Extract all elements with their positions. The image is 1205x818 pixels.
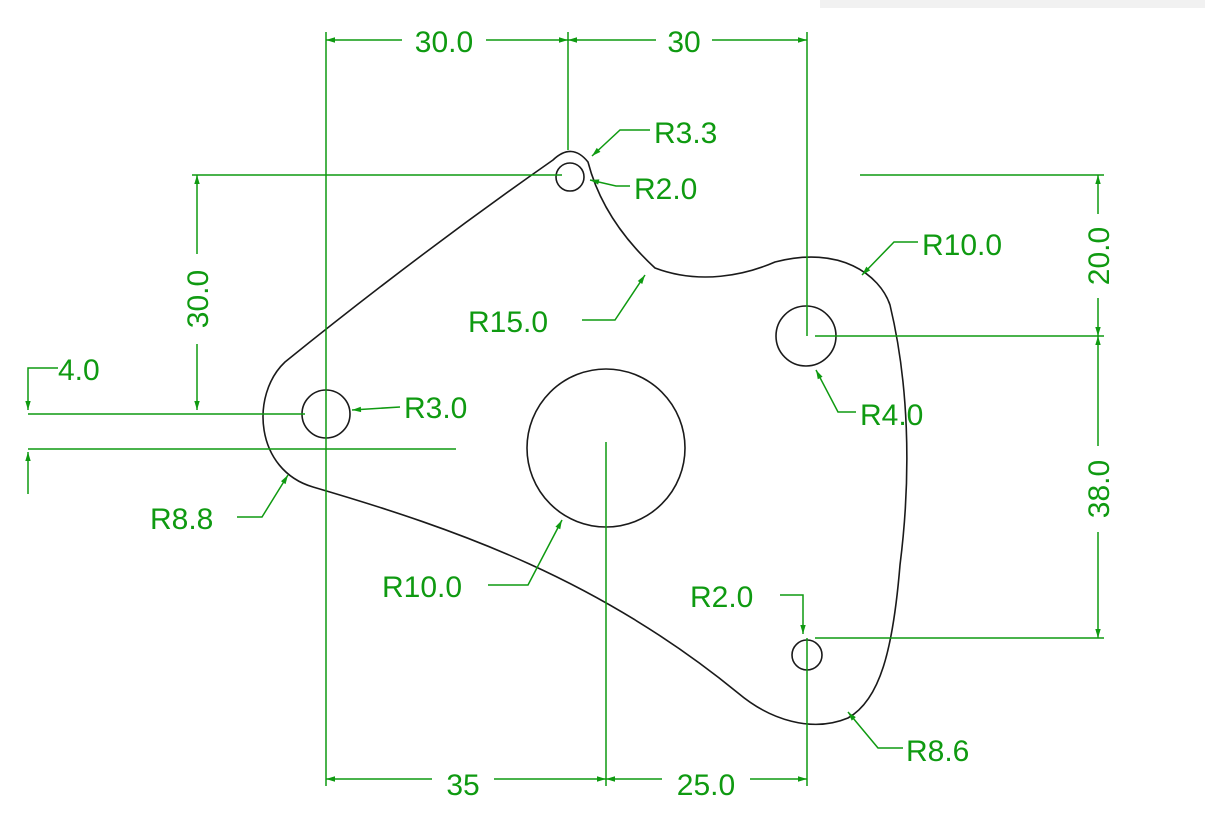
dim-text-right-20: 20.0: [1083, 227, 1116, 285]
radius-text-r8-6: R8.6: [906, 735, 969, 768]
radius-text-r3-3: R3.3: [654, 117, 717, 150]
hole-top: [555, 162, 585, 192]
dim-text-top-right: 30: [667, 26, 700, 59]
leader-r8-6: [847, 711, 903, 749]
dim-text-right-38: 38.0: [1083, 460, 1116, 518]
leader-r3-3: [591, 129, 650, 157]
dim-text-bottom-left: 35: [446, 769, 479, 802]
leader-r4: [815, 369, 856, 413]
leader-r2-0-bottom: [780, 594, 806, 634]
radius-text-r2-0-top: R2.0: [634, 173, 697, 206]
radius-text-r10-right: R10.0: [922, 229, 1002, 262]
dim-text-left-30: 30.0: [182, 270, 215, 328]
radius-text-r8-8: R8.8: [150, 503, 213, 536]
radius-text-r2-0-bottom: R2.0: [690, 581, 753, 614]
dim-text-top-left: 30.0: [415, 26, 473, 59]
leader-r8-8: [237, 474, 289, 518]
dim-text-bottom-right: 25.0: [677, 769, 735, 802]
radius-text-r4: R4.0: [860, 399, 923, 432]
dimension-layer: [25, 32, 1104, 786]
part-outline: [262, 150, 908, 726]
dimension-text: 30.0 30 35 25.0 30.0 20.0 38.0 4.0 R3.3 …: [58, 26, 1116, 802]
top-edge-shade: [820, 0, 1205, 8]
dim-line-4-upper: [25, 367, 58, 410]
part-profile: [262, 150, 908, 726]
leader-r10-center: [488, 519, 563, 586]
radius-text-r3-0: R3.0: [404, 392, 467, 425]
leader-r10-right: [861, 241, 918, 276]
leader-r2-0-top: [589, 179, 630, 187]
radius-text-r10-center: R10.0: [382, 571, 462, 604]
leader-r15: [582, 274, 646, 321]
dim-text-4-0: 4.0: [58, 354, 100, 387]
radius-text-r15: R15.0: [468, 306, 548, 339]
leader-r3-0: [351, 406, 401, 413]
